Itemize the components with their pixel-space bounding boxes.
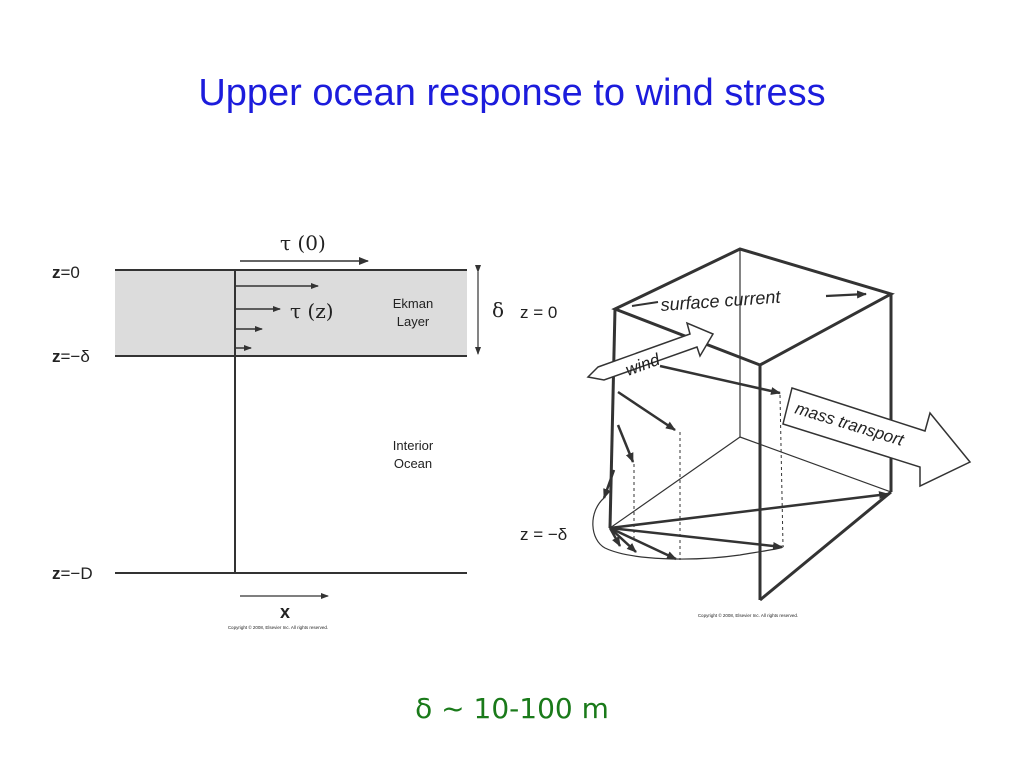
depth-arrow	[609, 526, 677, 561]
label-wind: wind	[623, 350, 663, 380]
spiral-arrow	[617, 390, 676, 432]
copyright-left: Copyright © 2008, Elsevier Inc. All righ…	[228, 624, 328, 630]
ekman-spiral-diagram: surface current wind mass transport z = …	[520, 247, 972, 618]
label-tau-z: τ (z)	[290, 299, 334, 323]
label-interior: Interior	[393, 438, 434, 453]
label-ocean: Ocean	[394, 456, 432, 471]
depth-arrow	[609, 527, 637, 553]
copyright-right: Copyright © 2008, Elsevier Inc. All righ…	[698, 612, 798, 618]
ekman-layer-diagram: z=0 z=−δ z=−D τ (0) τ (z) Ekman Layer δ …	[52, 231, 504, 630]
label-tau-0: τ (0)	[280, 231, 326, 255]
surface-current-arrow	[825, 290, 867, 299]
label-z0-right: z = 0	[520, 303, 557, 322]
label-z-D: z=−D	[52, 564, 93, 583]
depth-arrow	[608, 527, 622, 547]
depth-arrow	[609, 526, 783, 550]
slide-title: Upper ocean response to wind stress	[198, 72, 826, 114]
label-z-delta: z=−δ	[52, 347, 90, 366]
label-ekman: Ekman	[393, 296, 433, 311]
label-z0: z=0	[52, 263, 80, 282]
label-z-delta-right: z = −δ	[520, 525, 567, 544]
wind-arrow	[586, 321, 715, 381]
ekman-layer-band	[115, 270, 467, 356]
mass-transport-arrow	[782, 387, 972, 488]
spiral-arrow	[602, 469, 616, 499]
label-x: x	[280, 602, 290, 622]
spiral-arrow	[659, 364, 781, 395]
depth-arrow	[609, 491, 889, 530]
delta-caption: δ ~ 10-100 m	[415, 692, 609, 725]
label-delta: δ	[492, 298, 504, 322]
spiral-arrow	[616, 424, 635, 463]
label-layer: Layer	[397, 314, 430, 329]
spiral-curve	[592, 497, 784, 560]
